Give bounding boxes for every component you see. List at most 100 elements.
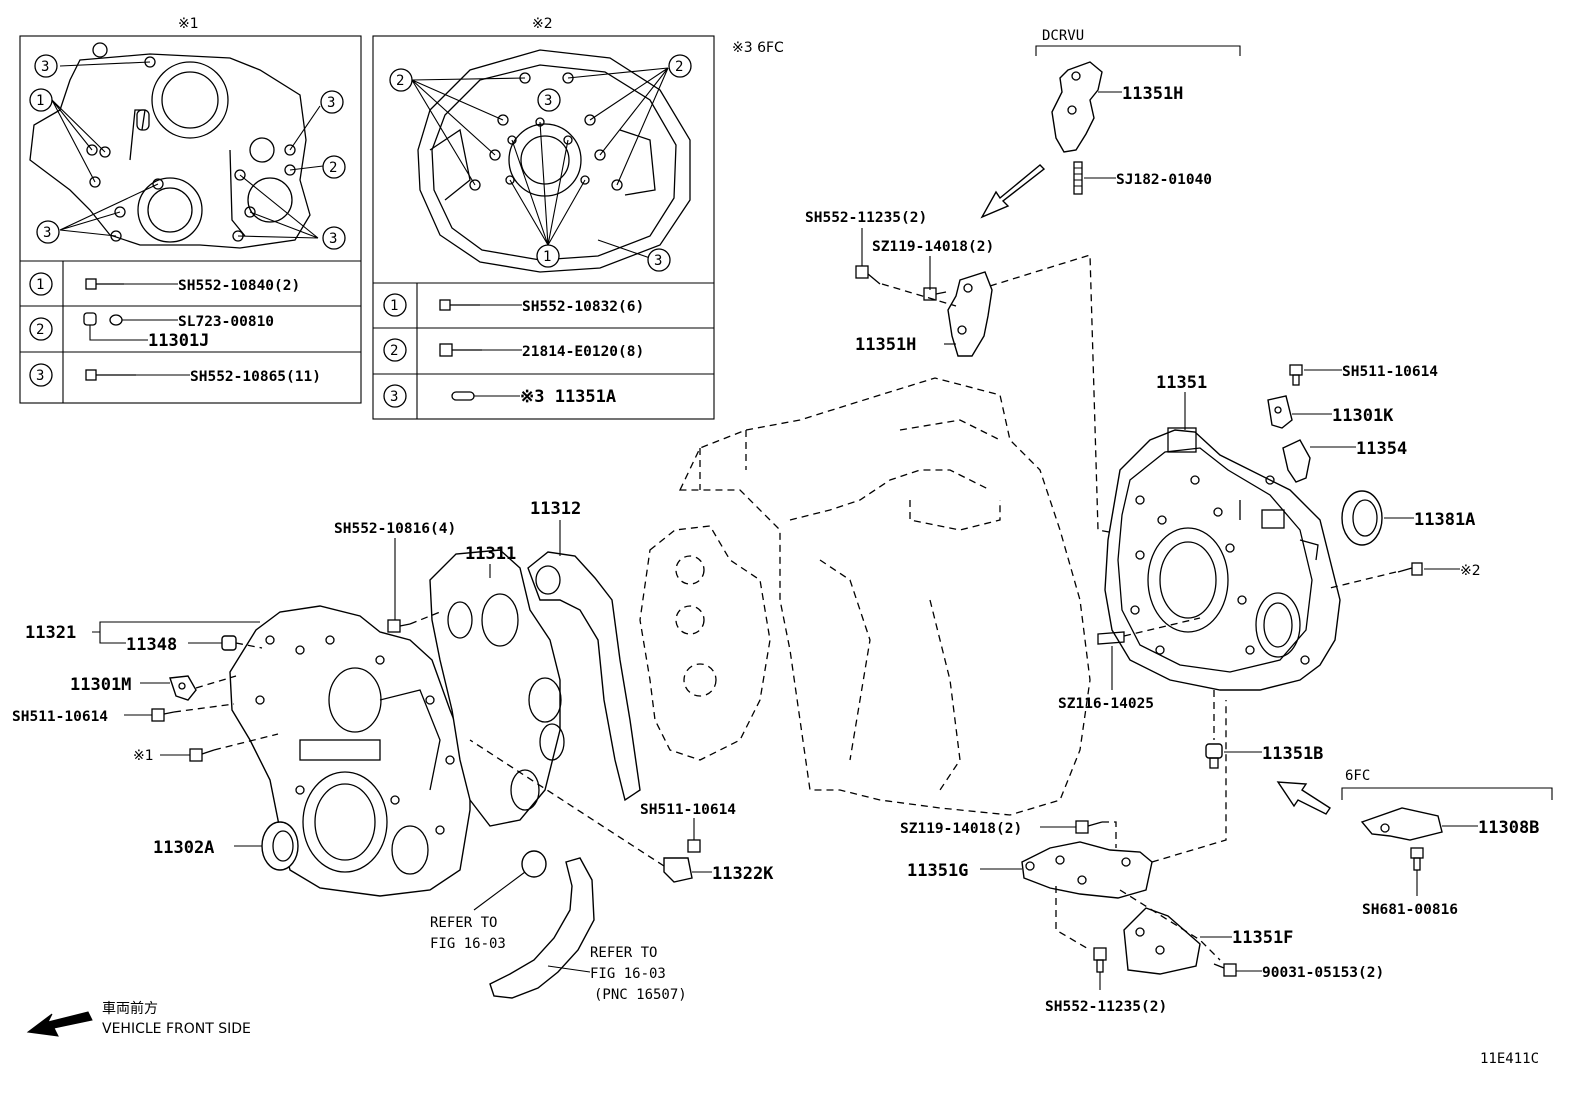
plug-11354 — [1282, 439, 1311, 483]
label-sh511-right: SH511-10614 — [1342, 364, 1438, 380]
label-11351g: 11351G — [907, 861, 968, 881]
label-11351h-mid: 11351H — [855, 335, 916, 355]
inset-2-row-part: 21814-E0120(8) — [522, 344, 644, 360]
stud-icon — [1097, 631, 1125, 645]
bolt-icon — [923, 287, 947, 301]
inset-1-callout: 3 — [327, 95, 335, 111]
inset-2-row-num: 3 — [390, 389, 398, 405]
inset-1-title: ※1 — [178, 16, 199, 32]
bolt-icon — [189, 748, 215, 762]
bolt-icon — [387, 619, 411, 633]
label-11354: 11354 — [1356, 439, 1407, 459]
bolt-icon — [151, 708, 175, 722]
bolt-icon — [1397, 562, 1423, 576]
label-sh552-10816: SH552-10816(4) — [334, 521, 456, 537]
inset-2-callout: 2 — [396, 73, 404, 89]
label-sz119-top: SZ119-14018(2) — [872, 239, 994, 255]
inset-1-callout: 1 — [36, 93, 44, 109]
inset-1-cover-illustration — [29, 42, 324, 249]
label-11301m: 11301M — [70, 675, 131, 695]
label-11311: 11311 — [465, 544, 516, 564]
label-11351: 11351 — [1156, 373, 1207, 393]
inset-2-callout: 3 — [544, 93, 552, 109]
label-sh511-mid: SH511-10614 — [640, 802, 736, 818]
inset-1-row-num: 2 — [36, 322, 44, 338]
nut-icon — [83, 312, 97, 326]
oil-seal-11381a — [1341, 490, 1383, 546]
washer-icon — [109, 314, 123, 326]
label-refer2-b: FIG 16-03 — [590, 966, 666, 982]
label-refer2-c: (PNC 16507) — [594, 987, 687, 1003]
inset-1-frame — [19, 35, 362, 404]
label-refer1-a: REFER TO — [430, 915, 497, 931]
oil-seal-11302a — [261, 821, 299, 871]
dcrvu-group: DCRVU 11351H SJ182-01040 — [980, 28, 1241, 219]
bolt-icon — [85, 278, 124, 290]
bracket-11351h-mid-group: SH552-11235(2) SZ119-14018(2) 11351H — [805, 210, 1121, 535]
label-ref2: ※2 — [1460, 563, 1481, 579]
oil-pipe — [489, 857, 595, 999]
label-11351h-top: 11351H — [1122, 84, 1183, 104]
inset-1-callout: 3 — [43, 225, 51, 241]
gasket-11311 — [429, 549, 565, 827]
label-sh681: SH681-00816 — [1362, 902, 1458, 918]
label-sh552-11235-bottom: SH552-11235(2) — [1045, 999, 1167, 1015]
fc6-label: 6FC — [1345, 768, 1370, 784]
label-90031: 90031-05153(2) — [1262, 965, 1384, 981]
fc6-group: 6FC 11308B SH681-00816 — [1276, 768, 1553, 918]
gasket-11312 — [527, 551, 641, 802]
bolt-icon — [1213, 963, 1237, 977]
sensor-11301k — [1267, 395, 1293, 429]
sensor-11301m — [169, 675, 197, 701]
flywheel-housing-11351 — [1104, 427, 1341, 691]
engine-block-outline — [678, 377, 1091, 816]
plug-11348 — [221, 635, 237, 651]
inset-2-frame — [372, 35, 715, 420]
inset-1-row-part: SL723-00810 — [178, 314, 274, 330]
bolt-icon — [1410, 847, 1424, 871]
inset-2-callout: 2 — [675, 59, 683, 75]
label-sh552-11235-top: SH552-11235(2) — [805, 210, 927, 226]
inset-1-row-num: 3 — [36, 368, 44, 384]
bolt-icon — [85, 369, 136, 381]
inset-2-row-num: 2 — [390, 343, 398, 359]
note-3-6fc: ※3 6FC — [732, 40, 784, 56]
legend-jp: 車両前方 — [102, 1000, 158, 1017]
inset-2-title: ※2 — [532, 16, 553, 32]
inset-1-row-part: SH552-10865(11) — [190, 369, 321, 385]
vehicle-front-arrow-icon — [26, 1011, 93, 1037]
inset-2-callout: 1 — [543, 249, 551, 265]
stud-icon — [1073, 161, 1083, 195]
label-11302a: 11302A — [153, 838, 214, 858]
dowel-pin-icon — [451, 391, 475, 401]
bolt-icon — [855, 265, 881, 285]
clamp-11322k — [663, 857, 693, 883]
bracket-11351h-top — [1051, 61, 1103, 153]
bracket-11351g — [1021, 841, 1153, 899]
label-sz116: SZ116-14025 — [1058, 696, 1154, 712]
label-11301k: 11301K — [1332, 406, 1394, 426]
legend-en: VEHICLE FRONT SIDE — [102, 1021, 251, 1037]
label-refer2-a: REFER TO — [590, 945, 657, 961]
label-ref1: ※1 — [133, 748, 154, 764]
label-11351f: 11351F — [1232, 928, 1293, 948]
direction-arrow-icon — [1276, 781, 1331, 815]
inset-2-callout: 3 — [654, 253, 662, 269]
timing-case-dashed — [639, 525, 771, 761]
dcrvu-label: DCRVU — [1042, 28, 1084, 44]
bolt-icon — [687, 839, 701, 853]
figure-id: 11E411C — [1480, 1051, 1539, 1067]
label-11312: 11312 — [530, 499, 581, 519]
direction-arrow-icon — [980, 164, 1046, 219]
label-sh511-left: SH511-10614 — [12, 709, 108, 725]
inset-1-callout: 3 — [41, 59, 49, 75]
inset-1-callout: 3 — [329, 231, 337, 247]
label-11322k: 11322K — [712, 864, 774, 884]
bolt-icon — [1075, 820, 1103, 834]
inset-1-row-part2: 11301J — [148, 331, 209, 351]
cover-11308b — [1360, 807, 1443, 841]
label-refer1-b: FIG 16-03 — [430, 936, 506, 952]
inset-2-housing-illustration — [411, 49, 691, 273]
label-11348: 11348 — [126, 635, 177, 655]
